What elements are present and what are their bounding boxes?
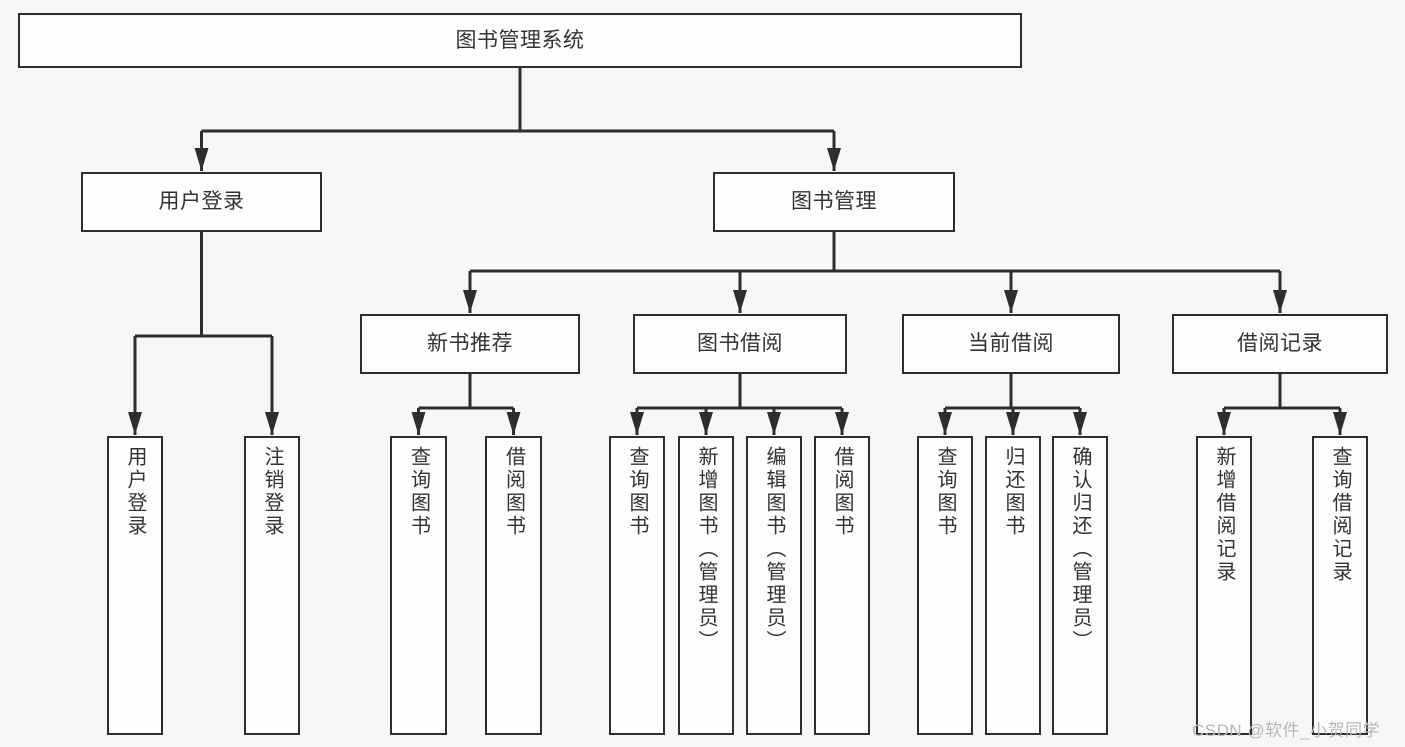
node-label: 当前借阅 [968, 332, 1054, 356]
node-leaf-qry-record[interactable]: 查询借阅记录 [1312, 436, 1368, 735]
arrowhead-icon [1004, 290, 1018, 313]
node-label: 借阅图书 [831, 446, 853, 538]
node-user-login[interactable]: 用户登录 [81, 172, 322, 232]
node-root[interactable]: 图书管理系统 [18, 13, 1022, 68]
arrowhead-icon [128, 412, 142, 435]
node-leaf-user-login[interactable]: 用户登录 [107, 436, 163, 735]
node-book-borrow[interactable]: 图书借阅 [633, 314, 847, 374]
node-label: 确认归还（管理员） [1069, 446, 1091, 653]
arrowhead-icon [827, 148, 841, 171]
node-leaf-confirm[interactable]: 确认归还（管理员） [1052, 436, 1108, 735]
arrowhead-icon [835, 412, 849, 435]
node-label: 查询图书 [407, 446, 430, 538]
arrowhead-icon [1006, 412, 1020, 435]
node-leaf-borrow-2[interactable]: 借阅图书 [814, 436, 870, 735]
node-label: 注销登录 [261, 446, 283, 538]
arrowhead-icon [733, 290, 747, 313]
node-label: 用户登录 [124, 446, 146, 538]
node-leaf-query-2[interactable]: 查询图书 [609, 436, 665, 735]
node-label: 图书管理系统 [455, 28, 585, 52]
arrowhead-icon [194, 148, 209, 171]
node-leaf-add-record[interactable]: 新增借阅记录 [1196, 436, 1252, 735]
arrowhead-icon [1073, 412, 1087, 435]
node-book-manage[interactable]: 图书管理 [713, 172, 955, 232]
arrowhead-icon [1273, 290, 1287, 313]
node-leaf-logout[interactable]: 注销登录 [244, 436, 300, 735]
node-new-book-rec[interactable]: 新书推荐 [360, 314, 580, 374]
node-label: 查询图书 [626, 446, 648, 538]
node-leaf-edit-book[interactable]: 编辑图书（管理员） [746, 436, 802, 735]
arrowhead-icon [630, 412, 644, 435]
node-label: 查询图书 [934, 446, 956, 538]
edge-group [128, 68, 1347, 435]
arrowhead-icon [1217, 412, 1231, 435]
node-leaf-borrow-1[interactable]: 借阅图书 [485, 436, 542, 735]
node-label: 新增图书（管理员） [695, 446, 717, 653]
arrowhead-icon [411, 412, 426, 435]
node-label: 图书借阅 [697, 332, 783, 356]
node-label: 借阅记录 [1237, 332, 1323, 356]
node-label: 图书管理 [791, 190, 877, 214]
arrowhead-icon [938, 412, 952, 435]
arrowhead-icon [1333, 412, 1347, 435]
node-label: 用户登录 [158, 190, 245, 214]
node-current-borrow[interactable]: 当前借阅 [902, 314, 1120, 374]
arrowhead-icon [463, 290, 477, 313]
arrowhead-icon [265, 412, 279, 435]
node-leaf-query-3[interactable]: 查询图书 [917, 436, 973, 735]
node-leaf-return[interactable]: 归还图书 [985, 436, 1041, 735]
node-label: 归还图书 [1002, 446, 1024, 538]
node-label: 编辑图书（管理员） [763, 446, 785, 653]
node-label: 新增借阅记录 [1213, 446, 1235, 584]
arrowhead-icon [699, 412, 713, 435]
node-leaf-query-1[interactable]: 查询图书 [390, 436, 447, 735]
node-label: 借阅图书 [502, 446, 525, 538]
node-leaf-add-book[interactable]: 新增图书（管理员） [678, 436, 734, 735]
node-label: 查询借阅记录 [1329, 446, 1351, 584]
node-borrow-record[interactable]: 借阅记录 [1172, 314, 1388, 374]
arrowhead-icon [506, 412, 521, 435]
arrowhead-icon [767, 412, 781, 435]
node-label: 新书推荐 [427, 332, 513, 356]
